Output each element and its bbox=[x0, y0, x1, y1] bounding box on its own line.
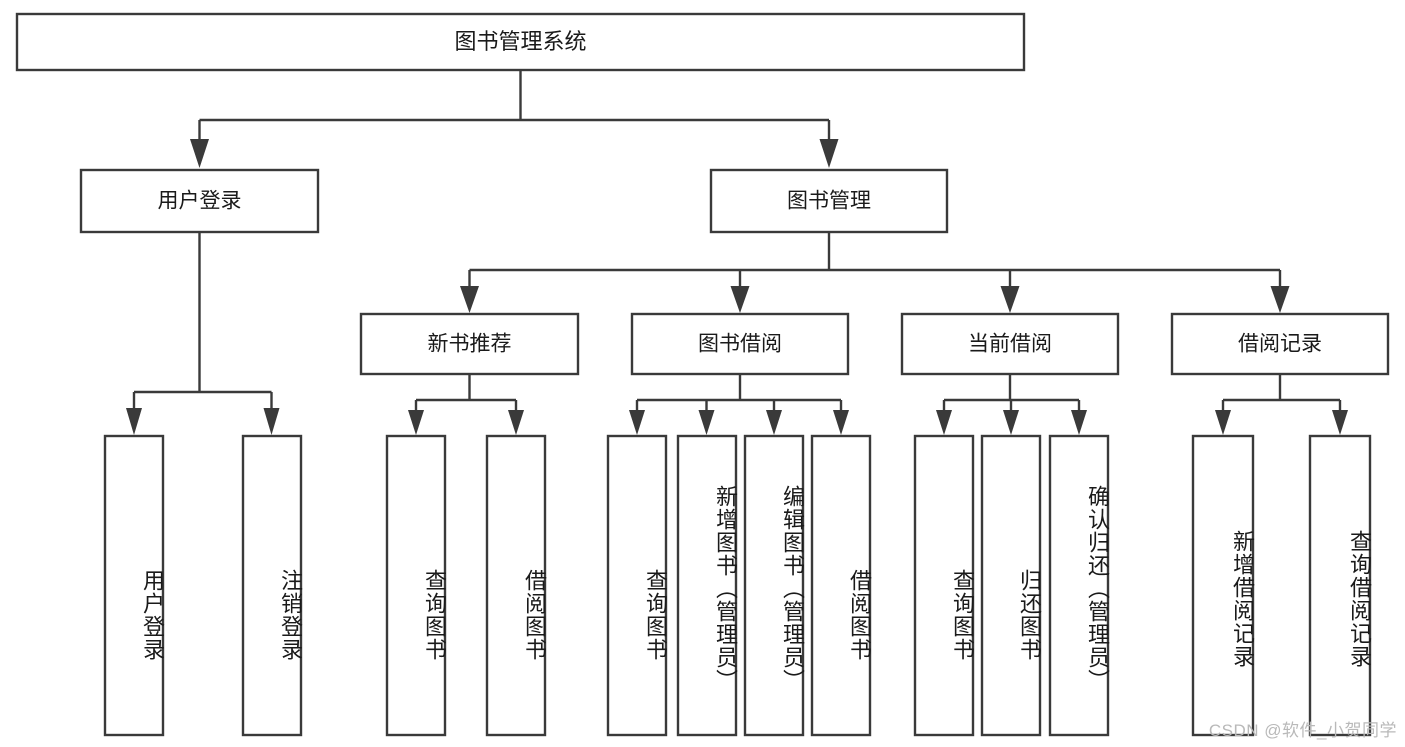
node-leaf-add-book-box[interactable] bbox=[676, 434, 738, 737]
arrow-head-leaf-return-book bbox=[1003, 410, 1019, 435]
arrow-head-leaf-query-book-1 bbox=[408, 410, 424, 435]
node-leaf-query-record-box[interactable] bbox=[1308, 434, 1372, 737]
node-leaf-query-book-3-box[interactable] bbox=[913, 434, 975, 737]
connector-group-bookmanage-to-level3 bbox=[460, 232, 1290, 313]
node-book-manage-label: 图书管理 bbox=[787, 190, 871, 213]
node-book-borrow[interactable]: 图书借阅 bbox=[630, 312, 850, 376]
connector-group-userlogin-to-leaves bbox=[126, 232, 280, 435]
node-root-box[interactable] bbox=[15, 12, 1026, 72]
arrow-head-user-login bbox=[190, 139, 209, 168]
arrow-head-leaf-query-book-2 bbox=[629, 410, 645, 435]
arrow-head-leaf-logout bbox=[263, 408, 280, 435]
connector-group-currentborrow-to-leaves bbox=[936, 374, 1087, 435]
connector-group-bookborrow-to-leaves bbox=[629, 374, 849, 435]
arrow-head-leaf-query-book-3 bbox=[936, 410, 952, 435]
connector-group-borrowrecord-to-leaves bbox=[1215, 374, 1348, 435]
connector-group-recommend-to-leaves bbox=[408, 374, 524, 435]
node-leaf-return-book-box[interactable] bbox=[980, 434, 1042, 737]
node-current-borrow[interactable]: 当前借阅 bbox=[900, 312, 1120, 376]
node-book-borrow-box[interactable] bbox=[630, 312, 850, 376]
node-current-borrow-box[interactable] bbox=[900, 312, 1120, 376]
node-current-borrow-label: 当前借阅 bbox=[968, 333, 1052, 356]
node-book-borrow-label: 图书借阅 bbox=[698, 333, 782, 356]
connector-group-root-to-level2 bbox=[190, 70, 839, 168]
arrow-head-leaf-edit-book bbox=[766, 410, 782, 435]
node-leaf-borrow-book-2-box[interactable] bbox=[810, 434, 872, 737]
arrow-head-current-borrow bbox=[1000, 286, 1020, 313]
node-book-manage[interactable]: 图书管理 bbox=[709, 168, 949, 234]
node-leaf-edit-book-box[interactable] bbox=[743, 434, 805, 737]
node-new-book-recommend-label: 新书推荐 bbox=[428, 333, 512, 356]
node-root[interactable]: 图书管理系统 bbox=[15, 12, 1026, 72]
arrow-head-leaf-add-record bbox=[1215, 410, 1231, 435]
node-leaf-add-record-box[interactable] bbox=[1191, 434, 1255, 737]
arrow-head-leaf-borrow-book-1 bbox=[508, 410, 524, 435]
arrow-head-book-borrow bbox=[730, 286, 750, 313]
node-user-login-label: 用户登录 bbox=[158, 190, 242, 213]
node-borrow-record-label: 借阅记录 bbox=[1238, 333, 1322, 356]
node-borrow-record[interactable]: 借阅记录 bbox=[1170, 312, 1390, 376]
node-book-manage-box[interactable] bbox=[709, 168, 949, 234]
arrow-head-leaf-confirm-return bbox=[1071, 410, 1087, 435]
arrow-head-borrow-record bbox=[1270, 286, 1290, 313]
arrow-head-leaf-user-login bbox=[126, 408, 142, 435]
node-leaf-user-login-box[interactable] bbox=[103, 434, 165, 737]
arrow-head-book-manage bbox=[819, 139, 839, 168]
node-leaf-query-book-2-box[interactable] bbox=[606, 434, 668, 737]
node-borrow-record-box[interactable] bbox=[1170, 312, 1390, 376]
arrow-head-leaf-borrow-book-2 bbox=[833, 410, 849, 435]
arrow-head-leaf-add-book bbox=[698, 410, 715, 435]
node-root-label: 图书管理系统 bbox=[454, 29, 586, 54]
node-leaf-confirm-return-box[interactable] bbox=[1048, 434, 1110, 737]
arrow-head-new-book-recommend bbox=[460, 286, 479, 313]
node-leaf-query-book-1-box[interactable] bbox=[385, 434, 447, 737]
watermark-text: CSDN @软件_小贺同学 bbox=[1208, 721, 1397, 740]
node-user-login-box[interactable] bbox=[79, 168, 320, 234]
node-user-login[interactable]: 用户登录 bbox=[79, 168, 320, 234]
node-leaf-borrow-book-1-box[interactable] bbox=[485, 434, 547, 737]
node-new-book-recommend-box[interactable] bbox=[359, 312, 580, 376]
arrow-head-leaf-query-record bbox=[1332, 410, 1348, 435]
node-leaf-logout-box[interactable] bbox=[241, 434, 303, 737]
node-new-book-recommend[interactable]: 新书推荐 bbox=[359, 312, 580, 376]
